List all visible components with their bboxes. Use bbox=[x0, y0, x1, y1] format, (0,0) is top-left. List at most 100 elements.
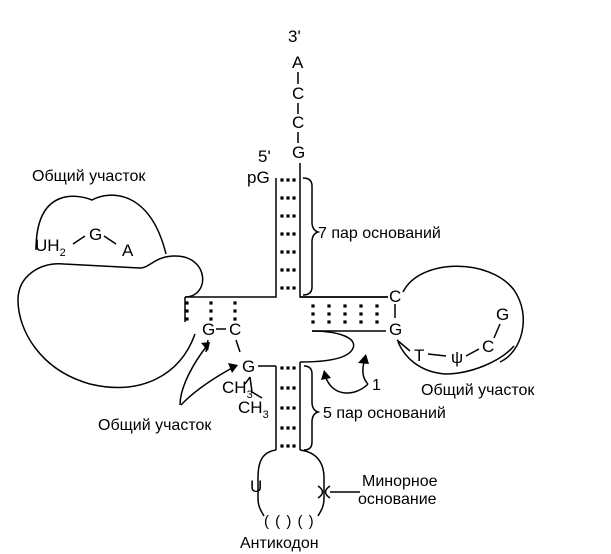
d-arm-region-label: Общий участок bbox=[32, 168, 146, 185]
anticodon-pair-dot bbox=[292, 406, 296, 410]
d-loop-links bbox=[72, 235, 117, 245]
acceptor-pair-dot bbox=[292, 178, 296, 182]
t-stem-pair-dot bbox=[375, 320, 379, 324]
anticodon-arm: 5 пар оснований U Минорное основание ( (… bbox=[240, 362, 446, 552]
d-loop-base-uh: UH2 bbox=[35, 236, 66, 259]
five-prime-base: pG bbox=[247, 168, 270, 187]
anticodon-label: Антикодон bbox=[240, 535, 319, 552]
acceptor-pair-dot bbox=[280, 232, 284, 236]
t-loop-base-g1: G bbox=[389, 320, 402, 339]
variable-ch3-1-bond bbox=[244, 376, 251, 385]
acceptor-pair-dot bbox=[286, 214, 290, 218]
acceptor-pair-dot bbox=[280, 268, 284, 272]
anticodon-pair-dot bbox=[292, 426, 296, 430]
d-stem-lower bbox=[205, 339, 241, 353]
t-arm-region-brace bbox=[397, 341, 515, 375]
t-stem-pair-dot bbox=[311, 304, 315, 308]
anticodon-pair-dot bbox=[280, 406, 284, 410]
d-stem-pair-dot bbox=[185, 309, 189, 313]
variable-region-label: Общий участок bbox=[98, 417, 212, 434]
d-stem-base-c: C bbox=[229, 320, 241, 339]
acceptor-pairs-brace bbox=[302, 177, 321, 296]
acceptor-base-c1: C bbox=[292, 84, 304, 103]
d-stem-pair-dot bbox=[233, 301, 237, 305]
t-stem-pair-dot bbox=[375, 304, 379, 308]
t-loop-base-c2: C bbox=[482, 337, 494, 356]
acceptor-pair-dot bbox=[292, 232, 296, 236]
t-arm-region-label: Общий участок bbox=[421, 382, 535, 399]
acceptor-pair-dot bbox=[292, 250, 296, 254]
variable-arrowhead-g bbox=[228, 363, 238, 373]
anticodon-pair-dot bbox=[292, 444, 296, 448]
variable-loop bbox=[299, 330, 355, 363]
acceptor-base-a: A bbox=[292, 53, 304, 72]
d-stem-pair-dot bbox=[209, 317, 213, 321]
d-arm: Общий участок UH2 G A G C bbox=[17, 168, 241, 389]
variable-arrow-to-d bbox=[179, 346, 207, 406]
t-loop-links bbox=[394, 304, 501, 357]
anticodon-pair-dot bbox=[286, 444, 290, 448]
t-stem-pair-dot bbox=[359, 320, 363, 324]
variable-marker-label: 1 bbox=[372, 377, 381, 394]
variable-ch3-2: CH3 bbox=[238, 398, 269, 421]
variable-ch3-2-bond bbox=[249, 376, 263, 399]
anticodon-glyphs: ( ( ) ( ) bbox=[264, 513, 315, 530]
t-arm: C G T ψ C G Общий участок bbox=[300, 265, 535, 399]
variable-region: G CH3 CH3 Общий участок 1 bbox=[98, 330, 381, 434]
d-stem-pair-dot bbox=[209, 301, 213, 305]
d-loop-base-g: G bbox=[89, 225, 102, 244]
minor-base-label-2: основание bbox=[358, 491, 437, 508]
t-stem-pair-dot bbox=[359, 312, 363, 316]
variable-arrowhead-d bbox=[201, 342, 210, 351]
t-stem-pair-dot bbox=[311, 312, 315, 316]
anticodon-loop-right bbox=[299, 449, 325, 517]
acceptor-pair-dot bbox=[280, 250, 284, 254]
acceptor-pair-dot bbox=[286, 268, 290, 272]
anticodon-pair-dot bbox=[280, 386, 284, 390]
t-stem-pair-dot bbox=[327, 304, 331, 308]
acceptor-pair-dot bbox=[286, 196, 290, 200]
anticodon-pairs-label: 5 пар оснований bbox=[323, 405, 446, 422]
d-loop-base-a: A bbox=[122, 241, 134, 260]
five-prime-label: 5' bbox=[258, 147, 271, 166]
acceptor-pairs-label: 7 пар оснований bbox=[318, 225, 441, 242]
d-stem-pair-dot bbox=[209, 309, 213, 313]
t-stem-pair-dot bbox=[343, 304, 347, 308]
acceptor-base-g: G bbox=[292, 143, 305, 162]
anticodon-pair-dot bbox=[280, 444, 284, 448]
anticodon-pair-dot bbox=[286, 386, 290, 390]
d-stem-pair-dot bbox=[185, 301, 189, 305]
variable-base-g: G bbox=[242, 357, 255, 376]
t-loop-base-c: C bbox=[389, 287, 401, 306]
anticodon-pair-dots bbox=[280, 366, 296, 448]
anticodon-pair-dot bbox=[280, 366, 284, 370]
marker-arrowhead-1 bbox=[358, 354, 369, 364]
variable-ch3-1: CH3 bbox=[222, 378, 253, 401]
anticodon-pair-dot bbox=[280, 426, 284, 430]
three-prime-label: 3' bbox=[288, 27, 301, 46]
t-stem-pair-dot bbox=[359, 304, 363, 308]
acceptor-pair-dot bbox=[292, 286, 296, 290]
d-stem-base-g: G bbox=[202, 320, 215, 339]
anticodon-pairs-brace bbox=[303, 365, 321, 451]
acceptor-pair-dot bbox=[292, 268, 296, 272]
d-stem-pair-dot bbox=[185, 317, 189, 321]
d-loop bbox=[17, 255, 204, 389]
t-stem-pair-dot bbox=[343, 312, 347, 316]
minor-base-mark bbox=[317, 485, 331, 499]
acceptor-pair-dot bbox=[286, 286, 290, 290]
acceptor-pair-dot bbox=[292, 214, 296, 218]
t-stem-pair-dot bbox=[327, 320, 331, 324]
t-stem-pair-dot bbox=[311, 320, 315, 324]
t-loop-base-g2: G bbox=[496, 305, 509, 324]
acceptor-pair-dots bbox=[280, 178, 296, 290]
acceptor-pair-dot bbox=[286, 250, 290, 254]
acceptor-5prime-strand bbox=[185, 178, 277, 298]
anticodon-pair-dot bbox=[286, 426, 290, 430]
d-stem-pair-dot bbox=[233, 317, 237, 321]
t-loop-base-psi: ψ bbox=[451, 348, 463, 367]
acceptor-stem: 3' A C C G 5' pG 7 пар оснований bbox=[185, 27, 441, 298]
minor-base-label-1: Минорное bbox=[362, 473, 438, 490]
acceptor-pair-dot bbox=[280, 286, 284, 290]
